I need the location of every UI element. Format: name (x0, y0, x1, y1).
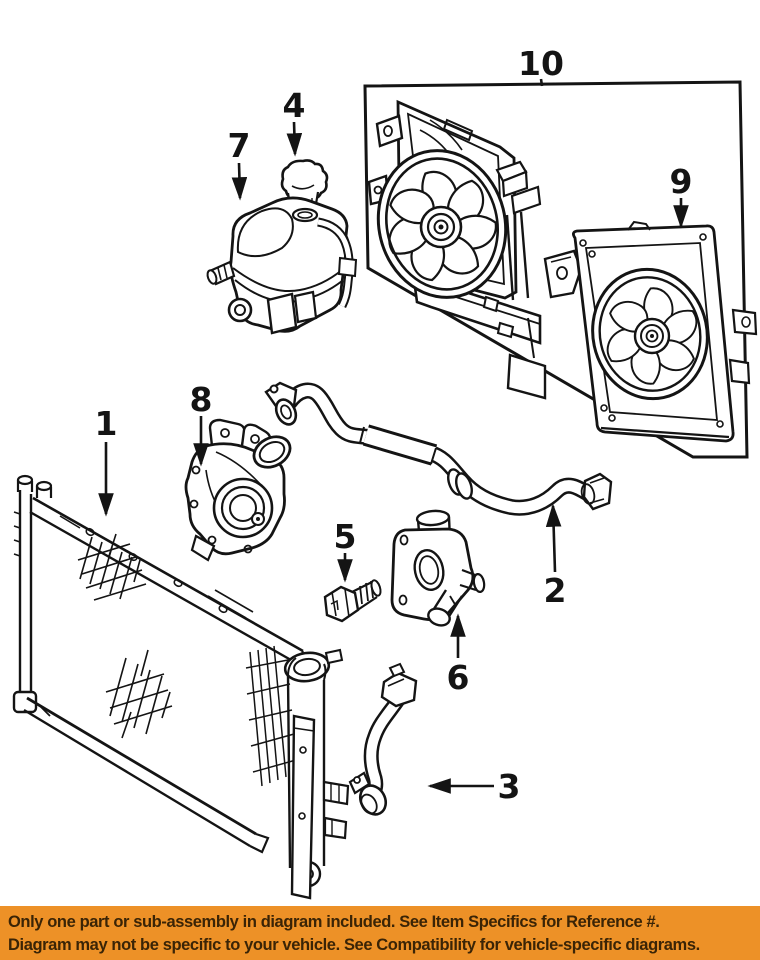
radiator-fin-hatch-upper (77, 533, 147, 601)
coolant-sensor-drawing (323, 579, 382, 623)
callout-4: 4 (283, 86, 306, 157)
callout-2: 2 (544, 503, 567, 610)
callout-6-label: 6 (447, 658, 470, 697)
disclaimer-banner: Only one part or sub-assembly in diagram… (0, 906, 760, 960)
callout-5: 5 (334, 517, 357, 583)
right-cooling-fan-drawing (572, 220, 758, 443)
callout-8-label: 8 (190, 380, 213, 419)
callout-3: 3 (427, 767, 521, 806)
callout-10-label: 10 (518, 44, 564, 83)
radiator-drawing (12, 474, 350, 900)
reservoir-tank-drawing (206, 196, 358, 335)
callout-8: 8 (190, 380, 213, 467)
callout-4-label: 4 (283, 86, 306, 125)
callout-10-arrow (539, 78, 544, 87)
callout-3-label: 3 (498, 767, 521, 806)
water-pump-drawing (184, 418, 292, 562)
radiator-fin-strip-right (245, 645, 297, 787)
thermostat-housing-drawing (390, 509, 486, 627)
callout-6: 6 (447, 613, 470, 697)
callout-7-arrow (231, 162, 248, 201)
shroud-bracket-drawing (543, 249, 583, 299)
callout-9-label: 9 (670, 162, 693, 201)
callout-2-arrow (545, 503, 562, 573)
cooling-system-diagram: 1 2 3 4 5 6 7 8 9 10 (12, 44, 758, 900)
banner-line-1: Only one part or sub-assembly in diagram… (8, 913, 660, 931)
callout-4-arrow (286, 121, 303, 157)
fan-shroud-assembly-box (363, 80, 749, 459)
callout-1: 1 (95, 404, 118, 517)
callout-10: 10 (518, 44, 564, 87)
banner-line-2: Diagram may not be specific to your vehi… (8, 936, 700, 954)
lower-radiator-hose-drawing (348, 662, 418, 816)
callout-9: 9 (670, 162, 693, 229)
upper-radiator-hose-drawing (264, 381, 613, 516)
callout-1-label: 1 (95, 404, 118, 443)
callout-7-label: 7 (228, 126, 251, 165)
left-cooling-fan-drawing (367, 99, 547, 400)
radiator-fin-hatch-lower (105, 649, 173, 739)
callout-5-label: 5 (334, 517, 357, 556)
callout-2-label: 2 (544, 571, 567, 610)
callout-7: 7 (228, 126, 251, 201)
